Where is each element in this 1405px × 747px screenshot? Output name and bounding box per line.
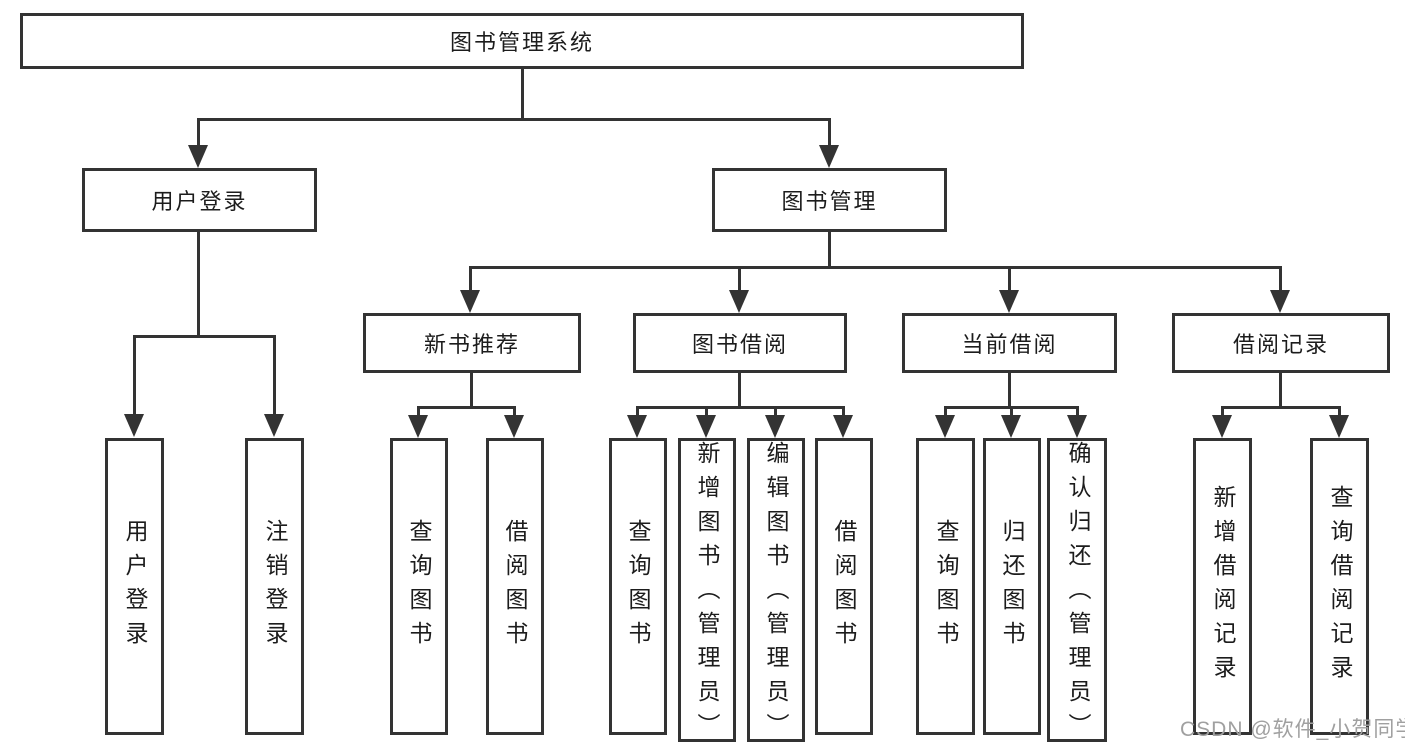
connector-line xyxy=(1008,269,1011,292)
arrowhead-down-icon xyxy=(833,415,853,438)
connector-line xyxy=(469,269,472,292)
connector-line xyxy=(133,335,276,338)
connector-line xyxy=(828,121,831,147)
connector-line xyxy=(1221,406,1341,409)
node-user-login: 用户登录 xyxy=(82,168,317,232)
leaf-query-books-2: 查询图书 xyxy=(609,438,667,735)
node-book-borrow: 图书借阅 xyxy=(633,313,847,373)
connector-line xyxy=(197,232,200,338)
leaf-edit-book-admin: 编辑图书（管理员） xyxy=(747,438,805,747)
connector-line xyxy=(197,118,831,121)
connector-line xyxy=(1221,409,1224,416)
connector-line xyxy=(1076,409,1079,416)
arrowhead-down-icon xyxy=(264,414,284,437)
connector-line xyxy=(1010,409,1013,416)
connector-line xyxy=(944,409,947,416)
connector-line xyxy=(944,406,1079,409)
leaf-query-books-1: 查询图书 xyxy=(390,438,448,735)
connector-line xyxy=(1279,373,1282,409)
arrowhead-down-icon xyxy=(935,415,955,438)
node-new-book-recommend: 新书推荐 xyxy=(363,313,581,373)
arrowhead-down-icon xyxy=(729,290,749,313)
connector-line xyxy=(133,338,136,416)
arrowhead-down-icon xyxy=(188,145,208,168)
connector-line xyxy=(1279,269,1282,292)
connector-line xyxy=(470,373,473,409)
arrowhead-down-icon xyxy=(999,290,1019,313)
connector-line xyxy=(738,269,741,292)
node-current-borrow: 当前借阅 xyxy=(902,313,1117,373)
leaf-confirm-return-admin: 确认归还（管理员） xyxy=(1047,438,1107,747)
connector-line xyxy=(1338,409,1341,416)
arrowhead-down-icon xyxy=(819,145,839,168)
arrowhead-down-icon xyxy=(696,415,716,438)
arrowhead-down-icon xyxy=(627,415,647,438)
leaf-add-book-admin: 新增图书（管理员） xyxy=(678,438,736,747)
arrowhead-down-icon xyxy=(1001,415,1021,438)
connector-line xyxy=(469,266,1282,269)
leaf-return-book: 归还图书 xyxy=(983,438,1041,735)
connector-line xyxy=(513,409,516,416)
leaf-user-login: 用户登录 xyxy=(105,438,164,735)
connector-line xyxy=(197,121,200,147)
connector-line xyxy=(738,373,741,409)
watermark: CSDN @软件_小贺同学 xyxy=(1180,718,1405,741)
arrowhead-down-icon xyxy=(408,415,428,438)
arrowhead-down-icon xyxy=(1329,415,1349,438)
node-book-management: 图书管理 xyxy=(712,168,947,232)
connector-line xyxy=(842,409,845,416)
arrowhead-down-icon xyxy=(504,415,524,438)
node-root: 图书管理系统 xyxy=(20,13,1024,69)
connector-line xyxy=(1008,373,1011,409)
connector-line xyxy=(636,409,639,416)
arrowhead-down-icon xyxy=(1067,415,1087,438)
connector-line xyxy=(417,406,516,409)
leaf-add-borrow-record: 新增借阅记录 xyxy=(1193,438,1252,735)
connector-line xyxy=(828,232,831,269)
arrowhead-down-icon xyxy=(124,414,144,437)
connector-line xyxy=(636,406,845,409)
leaf-query-borrow-record: 查询借阅记录 xyxy=(1310,438,1369,735)
leaf-query-books-3: 查询图书 xyxy=(916,438,975,735)
arrowhead-down-icon xyxy=(1270,290,1290,313)
leaf-logout: 注销登录 xyxy=(245,438,304,735)
leaf-borrow-books-2: 借阅图书 xyxy=(815,438,873,735)
arrowhead-down-icon xyxy=(1212,415,1232,438)
connector-line xyxy=(705,409,708,416)
connector-line xyxy=(774,409,777,416)
node-borrow-records: 借阅记录 xyxy=(1172,313,1390,373)
connector-line xyxy=(521,67,524,120)
connector-line xyxy=(273,338,276,416)
leaf-borrow-books-1: 借阅图书 xyxy=(486,438,544,735)
connector-line xyxy=(417,409,420,416)
arrowhead-down-icon xyxy=(460,290,480,313)
arrowhead-down-icon xyxy=(765,415,785,438)
